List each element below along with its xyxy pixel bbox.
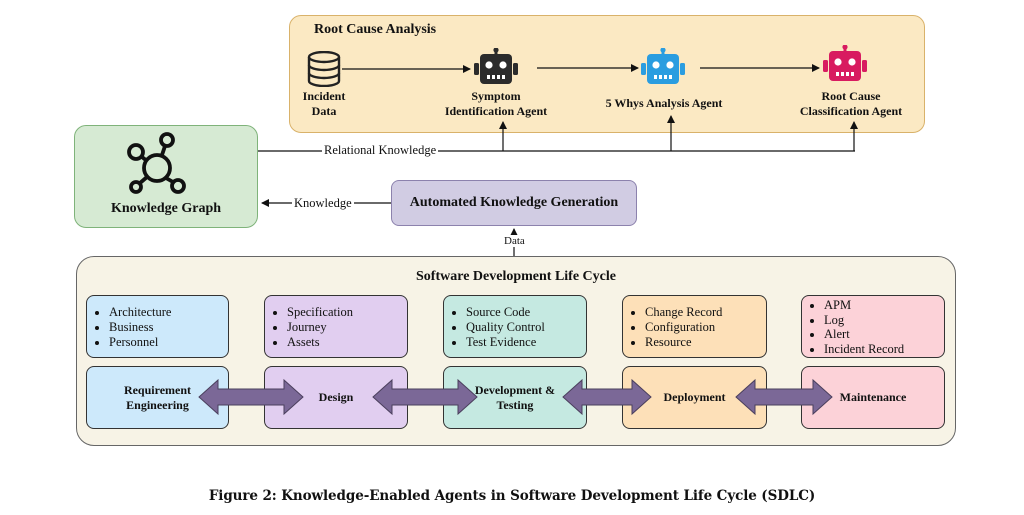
five-whys-agent-label: 5 Whys Analysis Agent <box>605 96 723 110</box>
sdlc-title: Software Development Life Cycle <box>416 269 616 284</box>
knowledge-label: Knowledge <box>292 196 354 211</box>
development-deployment-arrow <box>562 378 652 416</box>
list-item: Personnel <box>109 335 228 350</box>
list-item: Configuration <box>645 320 766 335</box>
list-item: Alert <box>824 327 944 342</box>
deployment-items-box: Change Record Configuration Resource <box>622 295 767 358</box>
maintenance-items-box: APM Log Alert Incident Record <box>801 295 945 358</box>
root-cause-analysis-panel: Root Cause Analysis <box>289 15 925 133</box>
knowledge-graph-title: Knowledge Graph <box>110 201 222 216</box>
five-whys-agent-robot-icon <box>641 48 685 84</box>
list-item: Log <box>824 313 944 328</box>
list-item: Quality Control <box>466 320 586 335</box>
root-cause-agent-label: Root Cause Classification Agent <box>799 89 903 118</box>
automated-knowledge-generation-box: Automated Knowledge Generation <box>391 180 637 226</box>
root-cause-agent-robot-icon <box>823 45 867 81</box>
phase-label: Design <box>318 390 354 404</box>
design-development-arrow <box>372 378 478 416</box>
phase-label: Maintenance <box>839 390 907 404</box>
rca-title: Root Cause Analysis <box>314 22 437 37</box>
requirement-items-box: Architecture Business Personnel <box>86 295 229 358</box>
database-icon <box>307 51 341 87</box>
akg-title: Automated Knowledge Generation <box>409 195 619 210</box>
list-item: Incident Record <box>824 342 944 357</box>
phase-label: Deployment <box>663 390 726 404</box>
design-items-box: Specification Journey Assets <box>264 295 408 358</box>
list-item: Source Code <box>466 305 586 320</box>
list-item: Assets <box>287 335 407 350</box>
requirement-design-arrow <box>198 378 304 416</box>
phase-label: Requirement Engineering <box>123 382 192 412</box>
list-item: Architecture <box>109 305 228 320</box>
list-item: Business <box>109 320 228 335</box>
relational-knowledge-label: Relational Knowledge <box>322 143 439 158</box>
list-item: Resource <box>645 335 766 350</box>
symptom-agent-label: Symptom Identification Agent <box>444 89 548 118</box>
symptom-agent-robot-icon <box>474 48 518 84</box>
list-item: Journey <box>287 320 407 335</box>
list-item: APM <box>824 298 944 313</box>
graph-network-icon <box>127 132 186 194</box>
list-item: Test Evidence <box>466 335 586 350</box>
data-label: Data <box>502 235 527 247</box>
development-items-box: Source Code Quality Control Test Evidenc… <box>443 295 587 358</box>
incident-data-label: Incident Data <box>302 89 346 118</box>
deployment-maintenance-arrow <box>735 378 833 416</box>
figure-caption: Figure 2: Knowledge-Enabled Agents in So… <box>208 488 816 504</box>
list-item: Change Record <box>645 305 766 320</box>
phase-requirement-engineering: Requirement Engineering <box>86 366 229 429</box>
phase-label: Development & Testing <box>474 382 556 412</box>
list-item: Specification <box>287 305 407 320</box>
